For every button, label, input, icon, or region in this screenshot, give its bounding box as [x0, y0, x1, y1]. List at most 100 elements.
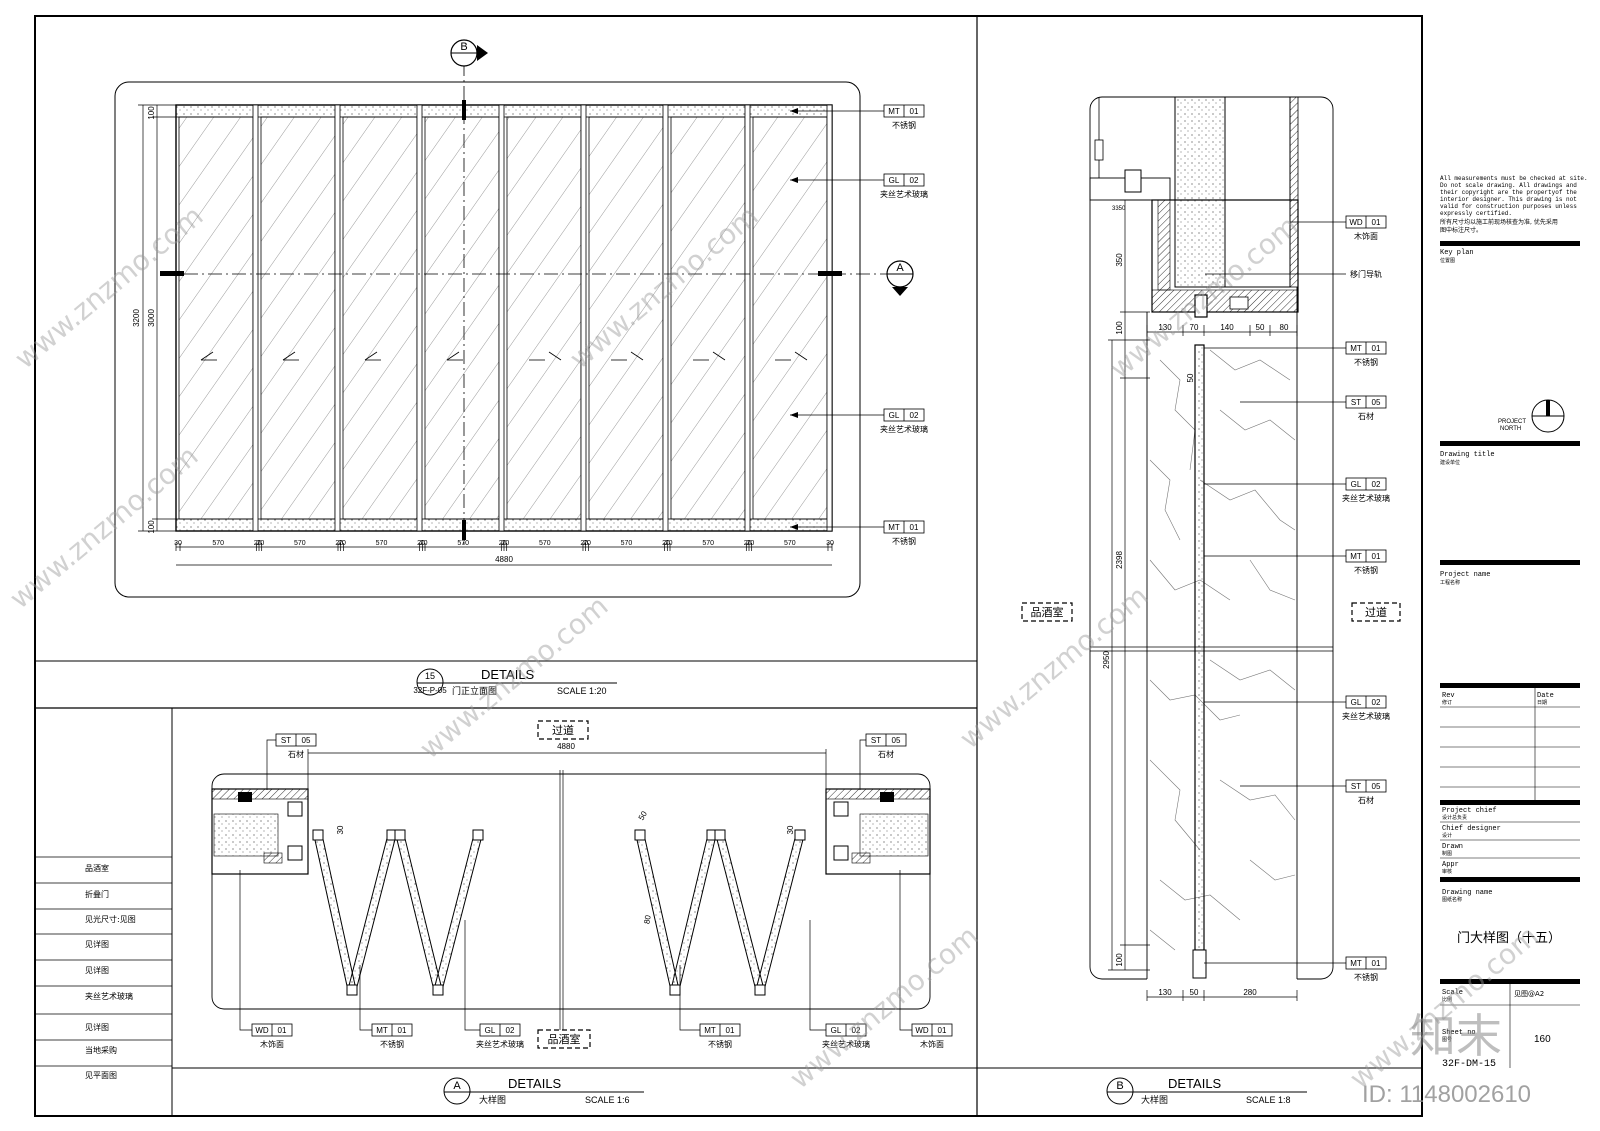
- svg-text:夹丝艺术玻璃: 夹丝艺术玻璃: [822, 1039, 870, 1049]
- section-dim-140: 140: [1220, 323, 1234, 332]
- glass-panel: [588, 116, 664, 520]
- svg-text:不锈钢: 不锈钢: [892, 120, 916, 130]
- section-callout-gl02-top: GL 02 夹丝艺术玻璃: [1342, 477, 1390, 503]
- section-dim-350: 350: [1115, 253, 1124, 267]
- callout-mt01-bottom: MT 01 不锈钢: [883, 520, 925, 546]
- svg-text:02: 02: [506, 1026, 515, 1035]
- svg-text:MT: MT: [1350, 344, 1362, 353]
- dim-label: 570: [539, 540, 551, 547]
- plan-subtitle: 大样图: [479, 1094, 506, 1106]
- svg-text:ST: ST: [281, 736, 291, 745]
- panel-mullion: [662, 104, 669, 532]
- svg-text:夹丝艺术玻璃: 夹丝艺术玻璃: [1342, 493, 1390, 503]
- svg-text:01: 01: [938, 1026, 947, 1035]
- dim-label: 570: [212, 540, 224, 547]
- handle-mark-tip: [446, 351, 460, 361]
- leaf-hinge: [312, 829, 324, 841]
- svg-text:不锈钢: 不锈钢: [892, 536, 916, 546]
- watermark-text-5: www.znzmo.com: [413, 589, 614, 765]
- general-notes: All measurements must be checked at site…: [1440, 175, 1588, 234]
- svg-text:所有尺寸均以施工前现场核查为准, 优先采用: 所有尺寸均以施工前现场核查为准, 优先采用: [1440, 218, 1558, 226]
- dim-label: 570: [621, 540, 633, 547]
- svg-text:不锈钢: 不锈钢: [1354, 357, 1378, 367]
- dim-label: 30: [174, 540, 182, 547]
- svg-text:WD: WD: [1349, 218, 1363, 227]
- elevation-title-text: DETAILS: [481, 667, 535, 682]
- svg-text:PROJECT: PROJECT: [1498, 419, 1526, 425]
- section-scale: SCALE 1:8: [1246, 1095, 1291, 1105]
- svg-text:MT: MT: [704, 1026, 716, 1035]
- svg-text:MT: MT: [888, 107, 900, 116]
- key-plan-label: Key plan: [1440, 249, 1474, 257]
- svg-text:Scale: Scale: [1442, 989, 1463, 997]
- svg-text:木饰面: 木饰面: [920, 1039, 944, 1049]
- section-mark-a-text: A: [896, 262, 904, 274]
- dim-label: 20: [746, 540, 754, 547]
- plan-title-letter: A: [453, 1080, 461, 1092]
- leaf-hinge: [714, 829, 726, 841]
- leaf-hinge: [634, 829, 646, 841]
- svg-text:不锈钢: 不锈钢: [708, 1039, 732, 1049]
- svg-text:01: 01: [1372, 344, 1381, 353]
- dim-label: 20: [501, 540, 509, 547]
- svg-text:过道: 过道: [552, 723, 574, 737]
- dim-label: 20: [420, 540, 428, 547]
- svg-text:interior designer. This drawin: interior designer. This drawing is not: [1440, 196, 1577, 203]
- svg-text:GL: GL: [485, 1026, 496, 1035]
- section-callout-wd01: WD 01 木饰面: [1345, 215, 1387, 241]
- glass-panel: [506, 116, 582, 520]
- panel-mullion: [498, 104, 505, 532]
- section-dim-130: 130: [1158, 323, 1172, 332]
- dim-label: 570: [784, 540, 796, 547]
- panel-mullion: [416, 104, 423, 532]
- section-title-letter: B: [1116, 1080, 1123, 1092]
- svg-text:石材: 石材: [288, 749, 304, 759]
- handle-mark-tip: [630, 351, 644, 361]
- dim-glass-height: 3000: [147, 309, 156, 327]
- note-3: 见详图: [85, 939, 109, 949]
- note-6: 见详图: [85, 1022, 109, 1032]
- svg-text:02: 02: [910, 411, 919, 420]
- panel-mullion: [744, 104, 751, 532]
- note-1: 折叠门: [85, 889, 109, 899]
- svg-text:02: 02: [852, 1026, 861, 1035]
- section-callout-st05-bottom: ST 05 石材: [1345, 779, 1387, 805]
- drawing-title-cn: 建设单位: [1440, 459, 1460, 466]
- note-8: 见平面图: [85, 1071, 117, 1080]
- svg-text:ST: ST: [1351, 782, 1361, 791]
- glass-panel: [752, 116, 828, 520]
- svg-text:品酒室: 品酒室: [548, 1032, 581, 1046]
- callout-wd01-right: WD 01 木饰面: [911, 1023, 953, 1049]
- handle-mark-tip: [712, 351, 726, 361]
- section-dim-bottom-280: 280: [1243, 988, 1257, 997]
- glass-panel: [342, 116, 418, 520]
- plan-detail-a: 4880 30 50 80 30 过道 品酒室 ST 05 石材 ST 05 石…: [211, 720, 953, 1106]
- note-5: 夹丝艺术玻璃: [85, 991, 133, 1001]
- svg-text:石材: 石材: [1358, 411, 1374, 421]
- svg-text:石材: 石材: [878, 749, 894, 759]
- svg-text:valid for construction purpose: valid for construction purposes unless: [1440, 203, 1577, 210]
- glass-panel: [670, 116, 746, 520]
- dim-label: 20: [744, 540, 752, 547]
- section-dim-100-bottom: 100: [1115, 953, 1124, 967]
- svg-text:01: 01: [726, 1026, 735, 1035]
- scale-sheet-table: Scale 比例 见图@A2 Sheet no 图号 160 32F-DM-15: [1440, 984, 1580, 1070]
- dim-label: 570: [376, 540, 388, 547]
- note-4: 见详图: [85, 965, 109, 975]
- svg-text:05: 05: [892, 736, 901, 745]
- panel-mullion: [252, 104, 259, 532]
- elevation-callouts: MT 01 不锈钢 GL 02 夹丝艺术玻璃 GL 02 夹丝艺术玻璃 MT 0…: [790, 104, 928, 546]
- dim-label: 20: [662, 540, 670, 547]
- section-callout-track: 移门导轨: [1350, 269, 1382, 279]
- svg-text:01: 01: [910, 523, 919, 532]
- elevation-subtitle: 门正立面图: [452, 685, 497, 697]
- watermark-id: ID: 1148002610: [1362, 1081, 1531, 1108]
- callout-mt01-right: MT 01 不锈钢: [699, 1023, 741, 1049]
- svg-text:GL: GL: [889, 411, 900, 420]
- svg-text:05: 05: [1372, 782, 1381, 791]
- section-dim-2950: 2950: [1102, 651, 1111, 669]
- folding-leaf: [313, 833, 357, 992]
- callout-gl02-left: GL 02 夹丝艺术玻璃: [476, 1023, 524, 1049]
- drawing-name-label: Drawing name: [1442, 889, 1492, 897]
- svg-text:修订: 修订: [1442, 699, 1452, 706]
